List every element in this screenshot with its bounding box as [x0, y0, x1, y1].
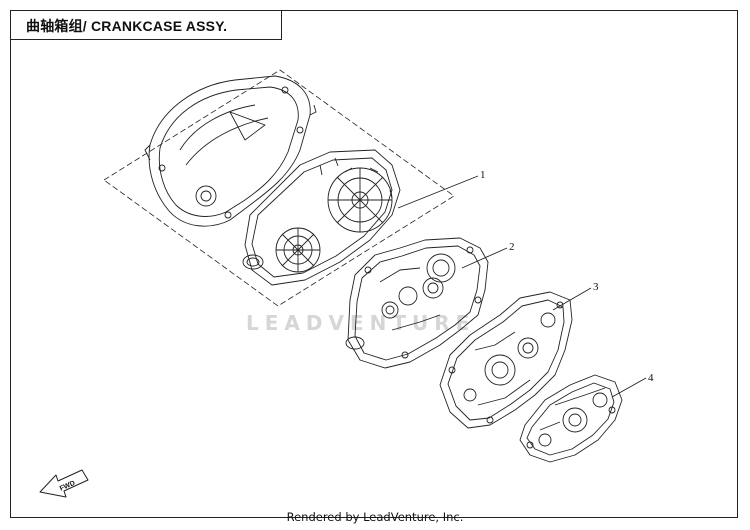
title-box: [10, 10, 282, 40]
leader-line-1: [397, 175, 479, 209]
fwd-arrow-icon: [39, 469, 89, 498]
callout-1: 1: [480, 169, 486, 181]
kit-outline: [103, 69, 455, 307]
footer-credit: Rendered by LeadVenture, Inc.: [286, 510, 464, 524]
crankcase-left[interactable]: [345, 237, 489, 369]
cvt-inner-cover[interactable]: [242, 149, 401, 286]
crankcase-right[interactable]: [439, 291, 573, 429]
watermark: LEADVENTURE: [246, 311, 476, 335]
cvt-outer-cover[interactable]: [144, 75, 317, 227]
leader-line-3: [552, 287, 592, 311]
callout-3: 3: [593, 281, 599, 293]
drawing-frame: [10, 10, 738, 518]
fwd-label: FWD: [59, 480, 76, 493]
callout-4: 4: [648, 372, 654, 384]
leader-line-4: [611, 377, 647, 398]
crankcase-cover[interactable]: [519, 374, 623, 463]
diagram-title: 曲轴箱组/ CRANKCASE ASSY.: [26, 18, 228, 34]
leader-line-2: [461, 247, 508, 269]
callout-2: 2: [509, 241, 515, 253]
